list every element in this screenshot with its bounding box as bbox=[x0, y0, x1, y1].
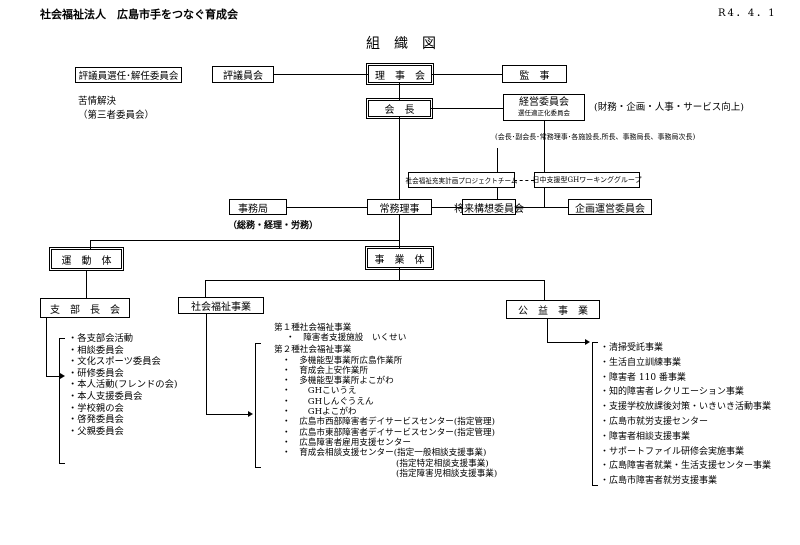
bracket-left bbox=[592, 485, 598, 486]
project-team-box: 社会福祉充実計画プロジェクトチーム bbox=[406, 172, 517, 188]
connector bbox=[431, 108, 503, 109]
managing-director-box: 常務理事 bbox=[367, 199, 432, 215]
org-name: 社会福祉法人 広島市手をつなぐ育成会 bbox=[40, 8, 238, 21]
connector bbox=[46, 318, 47, 376]
connector bbox=[399, 268, 400, 280]
list-item: ・広島市障害者就労支援事業 bbox=[600, 476, 718, 487]
councilors-box: 評議員会 bbox=[212, 66, 274, 83]
list-item: ・ GHよこがわ bbox=[282, 407, 357, 418]
list-item: ・ 障害者支援施設 いくせい bbox=[286, 333, 407, 344]
list-item: ・父親委員会 bbox=[68, 425, 124, 437]
list-item: ・各支部会活動 bbox=[68, 333, 134, 344]
planning-operations-committee-box: 企画運営委員会 bbox=[568, 199, 652, 215]
bracket-left bbox=[592, 342, 598, 343]
social-welfare-box: 社会福祉事業 bbox=[178, 297, 264, 314]
list-item: ・ 広島障害者雇用支援センター bbox=[282, 437, 411, 448]
list-item: ・支援学校放課後対策・いきいき活動事業 bbox=[600, 402, 772, 413]
connector bbox=[399, 116, 400, 250]
secretariat-box: 事務局 bbox=[229, 199, 287, 215]
third-party-committee-label: （第三者委員会） bbox=[78, 110, 155, 121]
page-title: 組 織 図 bbox=[366, 36, 436, 52]
list-item: (指定特定相談支援事業) bbox=[396, 458, 489, 469]
list-item: ・障害者相談支援事業 bbox=[600, 431, 691, 442]
connector bbox=[432, 74, 502, 75]
connector bbox=[86, 270, 87, 298]
bracket-left bbox=[59, 338, 60, 463]
connector bbox=[399, 82, 400, 100]
list-item: ・障害者 110 番事業 bbox=[600, 372, 686, 383]
connector bbox=[90, 240, 91, 249]
bracket-left bbox=[592, 342, 593, 485]
connector bbox=[544, 280, 545, 300]
bracket-left bbox=[59, 338, 65, 339]
connector bbox=[90, 240, 400, 241]
connector bbox=[206, 314, 207, 414]
list-item: (指定障害児相談支援事業) bbox=[396, 468, 498, 479]
list-item: ・本人支援委員会 bbox=[68, 390, 143, 402]
arrow-connector bbox=[206, 414, 248, 415]
public-interest-list: ・清掃受託事業 ・生活自立訓練事業 ・障害者 110 番事業 ・知的障害者レクリ… bbox=[600, 341, 771, 489]
list-item: ・広島障害者就業・生活支援センター事業 bbox=[600, 461, 772, 472]
movement-activity-list: ・各支部会活動 ・相談委員会 ・文化スポーツ委員会 ・研修委員会 ・本人活動(フ… bbox=[68, 333, 178, 437]
list-heading: 第２種社会福祉事業 bbox=[274, 345, 352, 356]
connector bbox=[432, 207, 462, 208]
bracket-left bbox=[59, 463, 65, 464]
list-item: ・本人活動(フレンドの会) bbox=[68, 379, 178, 391]
list-heading: 第１種社会福祉事業 bbox=[274, 323, 352, 333]
list-item: ・サポートファイル研修会実施事業 bbox=[600, 446, 745, 457]
list-item: ・ 広島市西部障害者デイサービスセンター(指定管理) bbox=[282, 417, 495, 428]
management-committee-sub: 選任適正化委員会 bbox=[518, 109, 570, 117]
connector bbox=[516, 207, 568, 208]
connector bbox=[205, 280, 206, 298]
list-item: ・ 多機能型事業所よこがわ bbox=[282, 376, 394, 387]
connector bbox=[547, 318, 548, 342]
list-item: ・清掃受託事業 bbox=[600, 343, 664, 353]
public-interest-box: 公 益 事 業 bbox=[506, 300, 600, 319]
list-item: ・ 育成会相談支援センター(指定一般相談支援事業) bbox=[282, 448, 487, 459]
management-committee-members: (会長･副会長･常務理事･各施設長,所長、事務局長、事務局次長) bbox=[495, 133, 696, 141]
connector bbox=[205, 280, 544, 281]
list-item: ・ 育成会上安作業所 bbox=[282, 365, 368, 376]
list-item: ・学校親の会 bbox=[68, 402, 124, 414]
management-committee-label: 経営委員会 bbox=[519, 97, 569, 108]
list-item: ・文化スポーツ委員会 bbox=[68, 356, 161, 368]
bracket-left bbox=[255, 343, 256, 467]
list-item: ・啓発委員会 bbox=[68, 414, 124, 426]
dashed-connector bbox=[514, 180, 534, 181]
connector bbox=[544, 120, 545, 207]
connector bbox=[270, 74, 368, 75]
list-item: ・ GHこいうえ bbox=[282, 386, 357, 397]
business-body-box: 事 業 体 bbox=[365, 246, 434, 270]
working-group-box: 日中支援型GHワーキンググループ bbox=[533, 172, 641, 188]
list-item: ・ 多機能型事業所広島作業所 bbox=[282, 355, 403, 366]
bracket-left bbox=[255, 467, 261, 468]
complaint-resolution-label: 苦情解決 bbox=[78, 96, 117, 107]
board-of-directors-box: 理 事 会 bbox=[366, 63, 434, 85]
future-planning-committee-box: 将来構想委員会 bbox=[454, 199, 524, 215]
bracket-left bbox=[255, 343, 261, 344]
movement-body-box: 運 動 体 bbox=[49, 247, 124, 271]
list-item: ・研修委員会 bbox=[68, 367, 124, 379]
arrow-connector bbox=[547, 342, 585, 343]
management-committee-box: 経営委員会 選任適正化委員会 bbox=[503, 94, 585, 121]
list-item: ・知的障害者レクリエーション事業 bbox=[600, 387, 744, 398]
chairman-box: 会 長 bbox=[366, 98, 433, 119]
arrow-connector bbox=[46, 376, 60, 377]
date-label: R4．4．1 bbox=[718, 8, 777, 19]
list-item: ・相談委員会 bbox=[68, 344, 124, 356]
list-item: ・ 広島市東部障害者デイサービスセンター(指定管理) bbox=[282, 427, 495, 438]
nominating-committee-box: 評議員選任･解任委員会 bbox=[75, 67, 182, 83]
branch-heads-box: 支 部 長 会 bbox=[40, 298, 130, 318]
list-item: ・生活自立訓練事業 bbox=[600, 357, 682, 368]
management-committee-note: (財務・企画・人事・サービス向上) bbox=[594, 102, 744, 113]
secretariat-note: （総務・経理・労務） bbox=[228, 221, 319, 231]
list-item: ・ GHしんぐうえん bbox=[282, 396, 374, 407]
connector bbox=[287, 207, 367, 208]
auditor-box: 監 事 bbox=[502, 65, 567, 83]
list-item: ・広島市就労支援センター bbox=[600, 416, 709, 427]
social-welfare-list: 第１種社会福祉事業 ・ 障害者支援施設 いくせい 第２種社会福祉事業 ・ 多機能… bbox=[274, 323, 497, 479]
